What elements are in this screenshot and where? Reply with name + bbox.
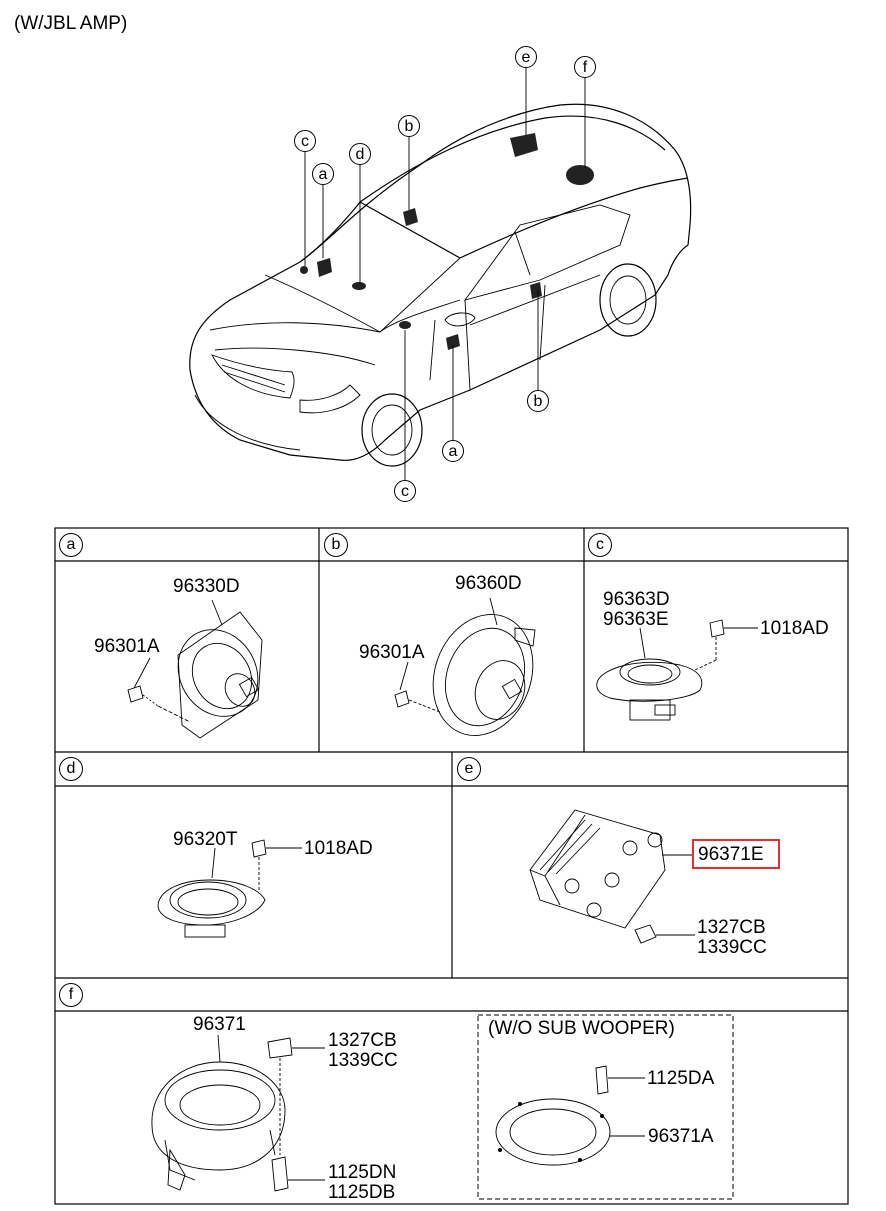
sub-box-title: (W/O SUB WOOPER) bbox=[488, 1018, 675, 1039]
part-label-96371: 96371 bbox=[193, 1014, 246, 1035]
part-label-1125DB: 1125DB bbox=[328, 1182, 396, 1203]
part-label-96301A-b: 96301A bbox=[359, 642, 425, 663]
highlight-box-96371E bbox=[692, 839, 780, 869]
section-tag-e: e bbox=[457, 757, 481, 781]
tweeter-c-drawing bbox=[596, 619, 758, 721]
part-label-1125DA: 1125DA bbox=[647, 1068, 715, 1089]
callout-c-bottom: c bbox=[394, 480, 416, 502]
part-label-1018AD-d: 1018AD bbox=[304, 838, 373, 859]
page-title: (W/JBL AMP) bbox=[14, 13, 128, 34]
tweeter-d-drawing bbox=[157, 839, 302, 938]
ring-f-sub-drawing bbox=[495, 1065, 645, 1166]
part-label-96363E: 96363E bbox=[603, 609, 669, 630]
part-label-96363D: 96363D bbox=[603, 589, 670, 610]
part-label-1339CC-e: 1339CC bbox=[697, 937, 767, 958]
part-label-96301A-a: 96301A bbox=[94, 636, 160, 657]
callout-e-top: e bbox=[515, 46, 537, 68]
callout-d-top: d bbox=[349, 143, 371, 165]
part-label-96371E[interactable]: 96371E bbox=[698, 844, 764, 865]
section-tag-f: f bbox=[59, 983, 83, 1007]
callout-a-top: a bbox=[312, 163, 334, 185]
car-illustration bbox=[189, 68, 692, 480]
part-label-1327CB-e: 1327CB bbox=[697, 917, 766, 938]
amplifier-e-drawing bbox=[529, 809, 695, 944]
part-label-1327CB-f: 1327CB bbox=[328, 1030, 397, 1051]
subwoofer-f-drawing bbox=[151, 1034, 325, 1192]
part-label-1125DN: 1125DN bbox=[328, 1162, 397, 1183]
callout-f-top: f bbox=[574, 56, 596, 78]
callout-a-bottom: a bbox=[442, 440, 464, 462]
section-tag-b: b bbox=[324, 533, 348, 557]
callout-c-top: c bbox=[294, 130, 316, 152]
speaker-a-drawing bbox=[127, 599, 263, 739]
part-label-1339CC-f: 1339CC bbox=[328, 1050, 398, 1071]
part-label-1018AD-c: 1018AD bbox=[760, 618, 829, 639]
callout-b-bottom: b bbox=[527, 390, 549, 412]
section-tag-a: a bbox=[59, 533, 83, 557]
part-label-96320T: 96320T bbox=[173, 829, 238, 850]
part-label-96330D: 96330D bbox=[173, 576, 240, 597]
part-label-96371A: 96371A bbox=[648, 1126, 714, 1147]
section-tag-d: d bbox=[59, 757, 83, 781]
callout-b-top: b bbox=[398, 115, 420, 137]
section-tag-c: c bbox=[588, 533, 612, 557]
part-label-96360D: 96360D bbox=[455, 573, 522, 594]
speaker-b-drawing bbox=[394, 597, 536, 736]
